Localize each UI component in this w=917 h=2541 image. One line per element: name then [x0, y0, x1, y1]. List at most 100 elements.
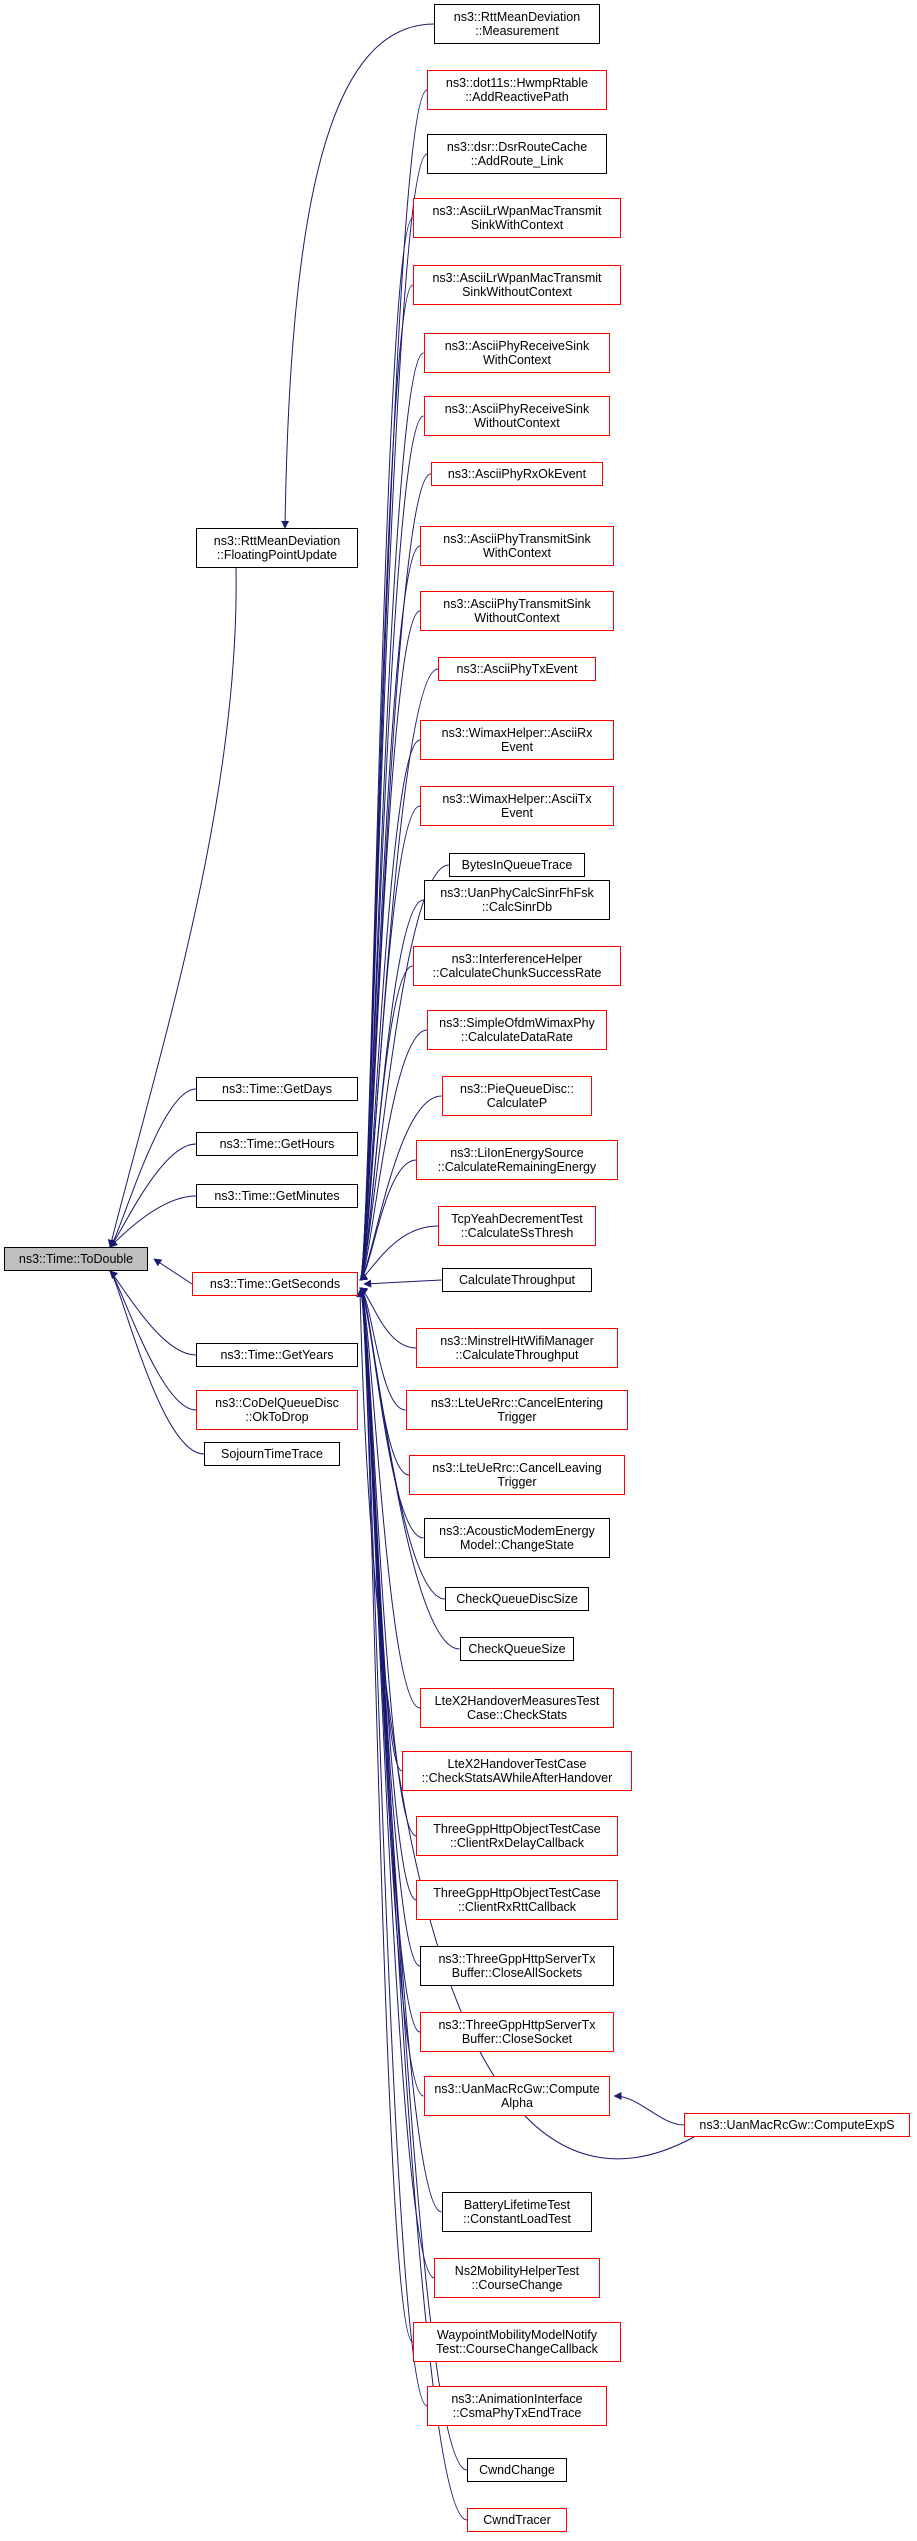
- node-uan-compute-exp-s[interactable]: ns3::UanMacRcGw::ComputeExpS: [684, 2113, 910, 2137]
- edge-uan-compute-exp-s-to-get-seconds: [356, 1289, 695, 2160]
- node-li-ion-remaining-energy[interactable]: ns3::LiIonEnergySource::CalculateRemaini…: [416, 1140, 618, 1180]
- edge-uan-compute-exp-s-to-compute-alpha: [613, 2092, 685, 2126]
- node-label-line: ns3::SimpleOfdmWimaxPhy: [439, 1016, 595, 1030]
- edge-get-years-to-root: [109, 1270, 197, 1356]
- node-label-line: WithContext: [482, 546, 552, 560]
- node-label-line: SinkWithoutContext: [462, 285, 572, 299]
- node-cwnd-tracer[interactable]: CwndTracer: [467, 2508, 567, 2532]
- node-check-queue-size[interactable]: CheckQueueSize: [459, 1637, 575, 1661]
- node-label-line: ns3::AsciiPhyReceiveSink: [444, 339, 590, 353]
- node-rtt-measurement[interactable]: ns3::RttMeanDeviation::Measurement: [434, 4, 600, 44]
- node-label-line: ns3::InterferenceHelper: [451, 952, 583, 966]
- node-label-line: CalculateThroughput: [458, 1273, 576, 1287]
- node-get-hours[interactable]: ns3::Time::GetHours: [196, 1132, 358, 1156]
- node-get-minutes[interactable]: ns3::Time::GetMinutes: [196, 1184, 358, 1208]
- node-codel-ok-to-drop[interactable]: ns3::CoDelQueueDisc::OkToDrop: [196, 1390, 358, 1430]
- node-label-line: ns3::ThreeGppHttpServerTx: [438, 1952, 596, 1966]
- node-http-client-rx-rtt-callback[interactable]: ThreeGppHttpObjectTestCase::ClientRxRttC…: [416, 1880, 618, 1920]
- node-animation-csma-phy-tx-end-trace[interactable]: ns3::AnimationInterface::CsmaPhyTxEndTra…: [427, 2386, 607, 2426]
- edge-wimax-ascii-rx-event-to-parent: [359, 739, 421, 1281]
- edge-rtt-measurement-to-parent: [281, 23, 435, 529]
- node-label-line: ns3::AcousticModemEnergy: [439, 1524, 595, 1538]
- node-get-seconds[interactable]: ns3::Time::GetSeconds: [192, 1272, 358, 1296]
- node-label-line: LteX2HandoverTestCase: [447, 1757, 587, 1771]
- edge-simple-ofdm-data-rate-to-parent: [359, 1029, 428, 1281]
- edge-waypoint-course-change-callback-to-parent: [359, 1287, 414, 2343]
- node-bytes-in-queue-trace[interactable]: BytesInQueueTrace: [448, 853, 586, 877]
- node-rtt-floating-point-update[interactable]: ns3::RttMeanDeviation::FloatingPointUpda…: [196, 528, 358, 568]
- node-label-line: ns3::UanMacRcGw::ComputeExpS: [699, 2118, 895, 2132]
- node-dsr-add-route-link[interactable]: ns3::dsr::DsrRouteCache::AddRoute_Link: [427, 134, 607, 174]
- edge-get-minutes-to-root: [109, 1195, 197, 1248]
- node-label-line: ::CalculateDataRate: [461, 1030, 573, 1044]
- node-label-line: ::CalculateSsThresh: [460, 1226, 574, 1240]
- node-label-line: WithoutContext: [474, 611, 560, 625]
- node-label-line: ::OkToDrop: [245, 1410, 309, 1424]
- node-label-line: ns3::AnimationInterface: [451, 2392, 583, 2406]
- node-label-line: CheckQueueDiscSize: [456, 1592, 578, 1606]
- node-tcp-yeah-ss-thresh[interactable]: TcpYeahDecrementTest::CalculateSsThresh: [438, 1206, 596, 1246]
- node-label-line: ns3::RttMeanDeviation: [453, 10, 581, 24]
- node-label-line: ns3::Time::GetMinutes: [214, 1189, 340, 1203]
- node-label-line: Trigger: [497, 1475, 537, 1489]
- node-battery-constant-load-test[interactable]: BatteryLifetimeTest::ConstantLoadTest: [441, 2192, 593, 2232]
- edge-check-queue-size-to-parent: [359, 1287, 460, 1650]
- edge-lte-x2-check-stats-to-parent: [359, 1287, 421, 1709]
- node-label-line: ns3::AsciiPhyTransmitSink: [443, 597, 591, 611]
- node-http-client-rx-delay-callback[interactable]: ThreeGppHttpObjectTestCase::ClientRxDela…: [416, 1816, 618, 1856]
- node-label-line: LteX2HandoverMeasuresTest: [434, 1694, 600, 1708]
- node-ns2-course-change[interactable]: Ns2MobilityHelperTest::CourseChange: [434, 2258, 600, 2298]
- node-check-queue-disc-size[interactable]: CheckQueueDiscSize: [445, 1587, 589, 1611]
- node-label-line: CwndChange: [479, 2463, 555, 2477]
- node-label-line: ::ClientRxRttCallback: [457, 1900, 577, 1914]
- node-label-line: CheckQueueSize: [468, 1642, 566, 1656]
- node-get-years[interactable]: ns3::Time::GetYears: [196, 1343, 358, 1367]
- node-get-days[interactable]: ns3::Time::GetDays: [196, 1077, 358, 1101]
- node-label-line: ns3::Time::GetYears: [220, 1348, 334, 1362]
- node-label-line: Case::CheckStats: [466, 1708, 568, 1722]
- node-label-line: Buffer::CloseSocket: [461, 2032, 573, 2046]
- node-cwnd-change[interactable]: CwndChange: [467, 2458, 567, 2482]
- node-calculate-throughput[interactable]: CalculateThroughput: [441, 1268, 593, 1292]
- node-hwmp-add-reactive-path[interactable]: ns3::dot11s::HwmpRtable::AddReactivePath: [427, 70, 607, 110]
- node-lte-x2-check-stats-after-handover[interactable]: LteX2HandoverTestCase::CheckStatsAWhileA…: [402, 1751, 632, 1791]
- node-label-line: ns3::LteUeRrc::CancelLeaving: [432, 1461, 602, 1475]
- node-label-line: ::ClientRxDelayCallback: [449, 1836, 585, 1850]
- node-pie-calculate-p[interactable]: ns3::PieQueueDisc::CalculateP: [441, 1076, 593, 1116]
- edge-get-days-to-root: [109, 1088, 197, 1248]
- node-label-line: Alpha: [501, 2096, 533, 2110]
- node-interference-chunk-success-rate[interactable]: ns3::InterferenceHelper::CalculateChunkS…: [412, 946, 622, 986]
- node-uan-calc-sinr-db[interactable]: ns3::UanPhyCalcSinrFhFsk::CalcSinrDb: [423, 880, 611, 920]
- node-simple-ofdm-data-rate[interactable]: ns3::SimpleOfdmWimaxPhy::CalculateDataRa…: [427, 1010, 607, 1050]
- node-minstrel-ht-calculate-throughput[interactable]: ns3::MinstrelHtWifiManager::CalculateThr…: [416, 1328, 618, 1368]
- node-label-line: ::CalculateChunkSuccessRate: [432, 966, 602, 980]
- node-label-line: ns3::Time::GetHours: [219, 1137, 335, 1151]
- edge-phy-receive-sink-without-context-to-parent: [359, 415, 424, 1281]
- node-sojourn-time-trace[interactable]: SojournTimeTrace: [204, 1442, 340, 1466]
- edge-codel-ok-to-drop-to-root: [109, 1270, 197, 1411]
- node-phy-rx-ok-event[interactable]: ns3::AsciiPhyRxOkEvent: [430, 462, 604, 486]
- edge-phy-transmit-sink-without-context-to-parent: [359, 610, 421, 1281]
- node-label-line: ThreeGppHttpObjectTestCase: [433, 1822, 601, 1836]
- node-phy-tx-event[interactable]: ns3::AsciiPhyTxEvent: [438, 657, 596, 681]
- node-label-line: ns3::RttMeanDeviation: [213, 534, 341, 548]
- node-label-line: ns3::CoDelQueueDisc: [215, 1396, 339, 1410]
